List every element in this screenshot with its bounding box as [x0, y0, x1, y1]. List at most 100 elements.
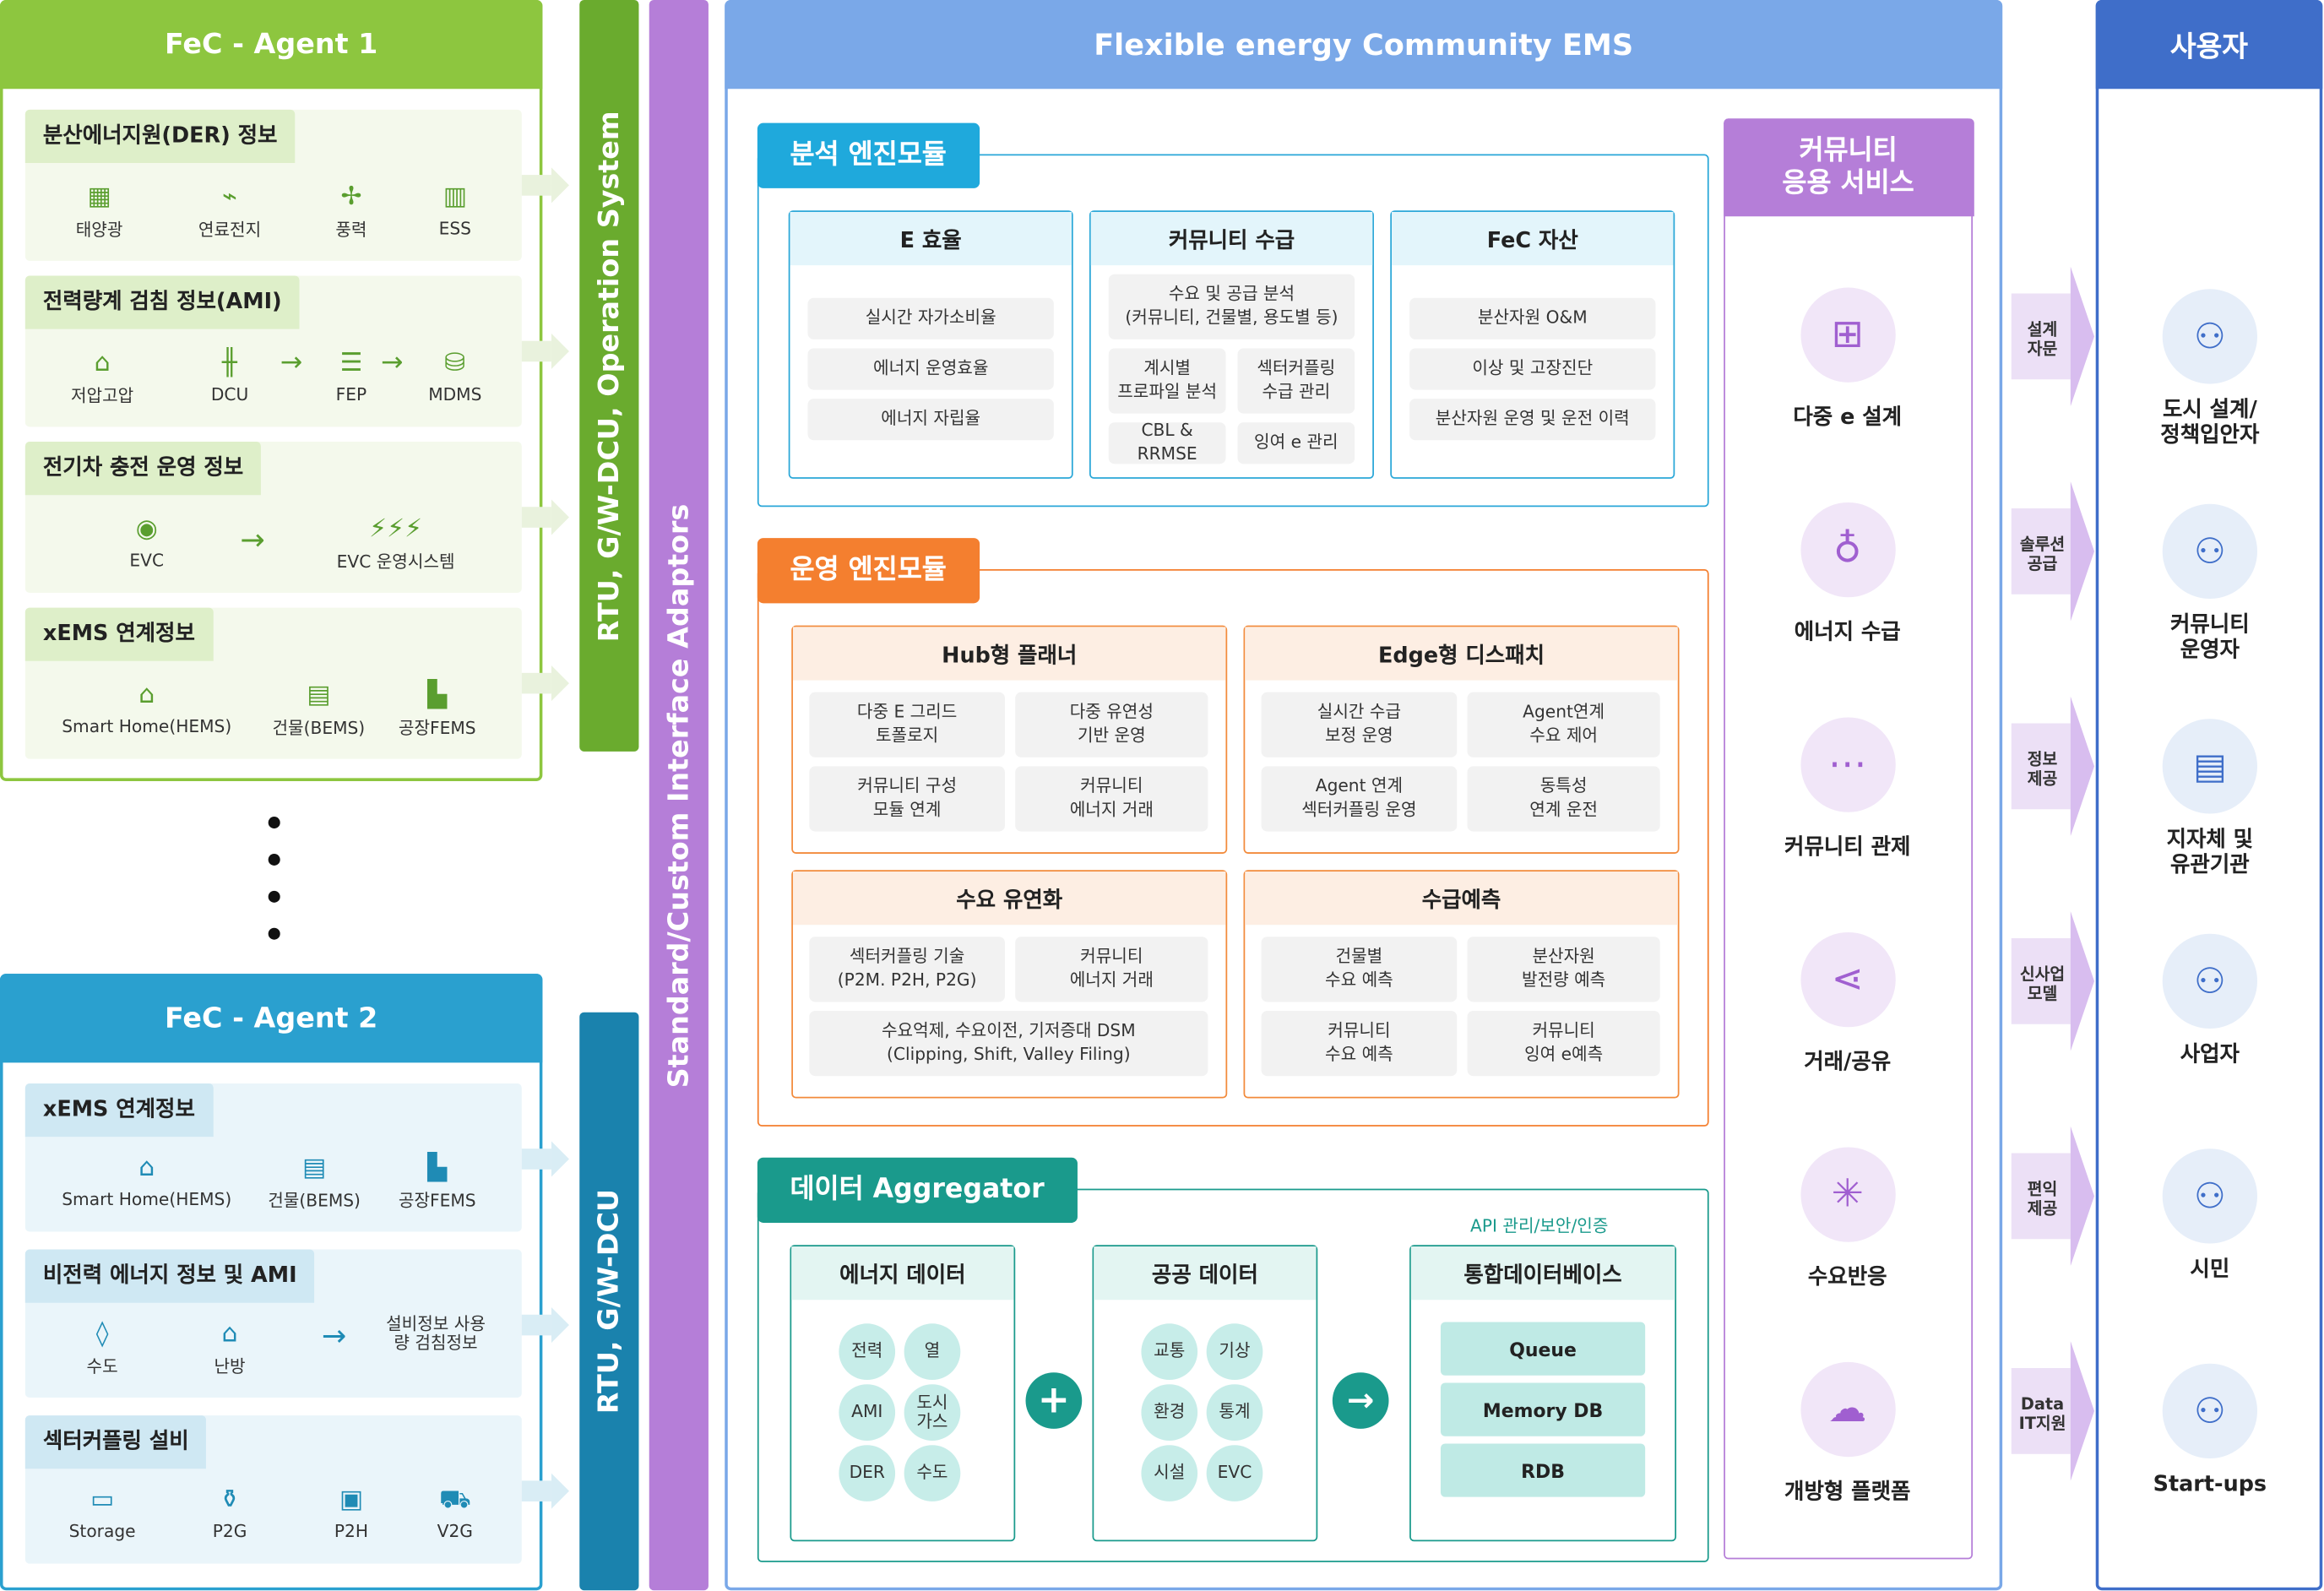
box-title: 에너지 데이터: [791, 1246, 1014, 1300]
users-panel: 사용자 ⚇도시 설계/ 정책입안자 ⚇커뮤니티 운영자 ▤지자체 및 유관기관 …: [2095, 0, 2323, 1591]
flow-arrow-stem: [521, 507, 551, 528]
users-title: 사용자: [2095, 0, 2323, 90]
rtu-os-label: RTU, G/W-DCU, Operation System: [593, 110, 626, 642]
service-label: 다중 e 설계: [1793, 405, 1903, 430]
item-label: FEP: [335, 383, 367, 405]
data-bubble: 수도: [904, 1445, 961, 1501]
ellipsis-dot: [268, 890, 280, 903]
box-title: 수요 유연화: [792, 871, 1226, 926]
xems-item: ▙공장FEMS: [378, 1152, 497, 1213]
people-icon: ⚇: [2162, 1363, 2258, 1459]
agent1-der-section: 분산에너지원(DER) 정보 ▦태양광 ⌁연료전지 ✢풍력 ▥ESS: [24, 109, 569, 261]
service-label: 개방형 플랫폼: [1784, 1480, 1911, 1505]
item-label: EVC: [129, 550, 165, 571]
service-label: 커뮤니티 관제: [1784, 835, 1911, 860]
item-label: P2H: [334, 1520, 369, 1542]
ev-section-title: 전기차 충전 운영 정보: [24, 442, 262, 496]
item-label: 건물(BEMS): [268, 1190, 361, 1211]
box-title: 공공 데이터: [1094, 1246, 1317, 1300]
building-icon: ▤: [2162, 719, 2258, 814]
agent2-sector-section: 섹터커플링 설비 ▭Storage ⚱P2G ▣P2H ⛟V2G: [24, 1415, 569, 1564]
gas-tank-icon: ⚱: [219, 1485, 241, 1515]
cloud-upload-icon: ☁: [1800, 1361, 1895, 1458]
ev-charger-icon: ⚡⚡⚡: [369, 514, 423, 545]
analysis-tag: 분석 엔진모듈: [757, 122, 980, 188]
metric-pill: 에너지 자립율: [807, 399, 1054, 441]
fec-asset-box: FeC 자산 분산자원 O&M 이상 및 고장진단 분산자원 운영 및 운전 이…: [1390, 210, 1675, 479]
battery-storage-icon: ▥: [443, 182, 467, 212]
function-pill: 커뮤니티 수요 예측: [1261, 1010, 1458, 1077]
ems-title: Flexible energy Community EMS: [725, 0, 2003, 90]
item-label: Smart Home(HEMS): [62, 715, 232, 737]
service-item: ⊞ 다중 e 설계: [1725, 287, 1970, 431]
ev-item: ◉ EVC: [88, 513, 206, 571]
box-title: 통합데이터베이스: [1410, 1246, 1675, 1300]
item-label: 연료전지: [198, 219, 262, 241]
box-title: 수급예측: [1245, 871, 1678, 926]
service-label: 에너지 수급: [1794, 621, 1901, 645]
flow-chevron: 편익 제공: [2011, 1126, 2094, 1266]
edge-dispatch-box: Edge형 디스패치 실시간 수급 보정 운영 Agent연계 수요 제어 Ag…: [1243, 625, 1680, 854]
user-label: Start-ups: [2153, 1473, 2267, 1497]
analysis-module: 분석 엔진모듈 E 효율 실시간 자가소비율 에너지 운영효율 에너지 자립율 …: [757, 122, 1709, 508]
item-label: 설비정보 사용량 검침정보: [386, 1313, 486, 1353]
arrow-right-icon: →: [280, 346, 303, 378]
service-item: ♁에너지 수급: [1725, 502, 1970, 646]
nonpower-item: ◊수도: [43, 1317, 161, 1378]
community-supply-box: 커뮤니티 수급 수요 및 공급 분석 (커뮤니티, 건물별, 용도별 등) 계시…: [1089, 210, 1374, 479]
xems-item: ▤건물(BEMS): [255, 1152, 373, 1213]
fuel-cell-icon: ⌁: [222, 182, 238, 212]
arrow-right-icon: →: [240, 521, 265, 557]
der-item: ⌁ 연료전지: [171, 181, 289, 242]
flow-chevron: 솔루션 공급: [2011, 481, 2094, 622]
user-label: 커뮤니티 운영자: [2170, 613, 2250, 662]
metric-pill: 실시간 자가소비율: [807, 297, 1054, 339]
heat-pump-icon: ▣: [339, 1485, 364, 1515]
data-bubble: EVC: [1206, 1445, 1263, 1501]
agent1-xems-section: xEMS 연계정보 ⌂Smart Home(HEMS) ▤건물(BEMS) ▙공…: [24, 607, 569, 759]
ems-panel: Flexible energy Community EMS 분석 엔진모듈 E …: [725, 0, 2003, 1591]
agent2-nonpower-section: 비전력 에너지 정보 및 AMI ◊수도 ⌂난방 → 설비정보 사용량 검침정보: [24, 1249, 569, 1398]
adaptors-label: Standard/Custom Interface Adaptors: [662, 502, 696, 1088]
xems-section-title: xEMS 연계정보: [24, 1083, 213, 1138]
ellipsis-dot: [268, 817, 280, 829]
metric-pill: 수요 및 공급 분석 (커뮤니티, 건물별, 용도별 등): [1108, 274, 1355, 339]
nonpower-section-title: 비전력 에너지 정보 및 AMI: [24, 1249, 315, 1303]
function-pill: 다중 유연성 기반 운영: [1015, 692, 1208, 757]
user-item: ⚇커뮤니티 운영자: [2099, 503, 2321, 663]
agent1-title: FeC - Agent 1: [0, 0, 543, 90]
public-data-box: 공공 데이터 교통 기상 환경 통계 시설 EVC: [1092, 1245, 1318, 1542]
flow-chevron: 정보 제공: [2011, 696, 2094, 836]
function-pill: 커뮤니티 잉여 e예측: [1467, 1010, 1660, 1077]
hub-icon: ✳: [1800, 1147, 1895, 1242]
ami-item: ☰FEP: [292, 347, 410, 405]
item-label: 공장FEMS: [398, 1190, 476, 1211]
xems-item: ▤건물(BEMS): [259, 679, 377, 740]
sector-section-title: 섹터커플링 설비: [24, 1415, 207, 1469]
der-section-title: 분산에너지원(DER) 정보: [24, 109, 296, 164]
metric-pill: 에너지 운영효율: [807, 348, 1054, 390]
network-icon: ⊞: [1800, 287, 1895, 383]
item-label: 난방: [214, 1355, 246, 1377]
flow-label: Data IT지원: [2018, 1394, 2066, 1434]
storage-icon: ▭: [90, 1485, 115, 1515]
flow-arrow-icon: [551, 1473, 569, 1509]
ami-section-title: 전력량계 검침 정보(AMI): [24, 275, 300, 329]
user-label: 시민: [2190, 1258, 2230, 1283]
xems-item: ▙공장FEMS: [378, 679, 497, 740]
item-label: ESS: [438, 217, 472, 239]
user-label: 사업자: [2180, 1043, 2240, 1067]
flow-chevron: 신사업 모델: [2011, 911, 2094, 1051]
user-label: 지자체 및 유관기관: [2166, 828, 2254, 877]
arrow-right-icon: →: [1332, 1372, 1389, 1429]
wind-turbine-icon: ✢: [340, 182, 362, 212]
car-icon: ◉: [135, 514, 158, 545]
ellipsis-dot: [268, 927, 280, 940]
metric-pill: 이상 및 고장진단: [1409, 348, 1656, 390]
flow-arrow-icon: [551, 665, 569, 702]
function-pill: 섹터커플링 기술 (P2M. P2H, P2G): [809, 937, 1005, 1002]
energy-data-box: 에너지 데이터 전력 열 AMI 도시 가스 DER 수도: [790, 1245, 1016, 1542]
agent2-title: FeC - Agent 2: [0, 974, 543, 1063]
user-item: ⚇시민: [2099, 1148, 2321, 1283]
service-label: 거래/공유: [1804, 1051, 1892, 1075]
